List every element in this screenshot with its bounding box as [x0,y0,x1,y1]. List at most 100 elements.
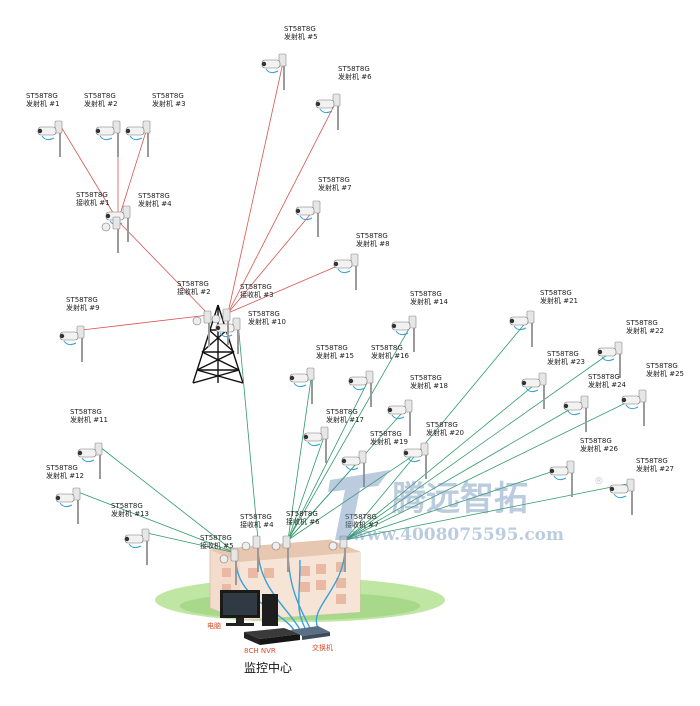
camera-cable [63,340,77,346]
node-label: 发射机 #7 [318,183,352,192]
node-model: ST58T8G [370,430,402,438]
camera-cable [307,441,321,447]
relay-link-tx5-rx3 [227,57,285,314]
camera-lens [303,434,309,440]
node-label: 接收机 #7 [345,520,379,529]
node-label: 接收机 #2 [177,287,211,296]
antenna-icon [72,487,81,501]
node-label: 发射机 #19 [370,437,408,446]
camera-cable [553,475,567,481]
node-model: ST58T8G [200,534,232,542]
node-label: 发射机 #21 [540,296,578,305]
backhaul-link-tx20-rx6 [287,446,427,541]
node-label: 发射机 #22 [626,326,664,335]
node-label: 发射机 #10 [248,317,286,326]
node-label: 发射机 #11 [70,415,108,424]
node-model: ST58T8G [547,350,579,358]
backhaul-link-tx21-rx7 [344,314,533,541]
node-label: 发射机 #3 [152,99,186,108]
camera-lens [521,380,527,386]
node-model: ST58T8G [580,437,612,445]
backhaul-link-tx12-rx5 [77,491,237,554]
watermark: 腾远智拓 ® www.4008075595.com [328,470,604,545]
node-model: ST58T8G [540,289,572,297]
antenna-icon [420,442,429,456]
antenna-icon [339,535,348,549]
camera-lens [597,349,603,355]
camera-cable [395,330,409,336]
camera-lens [289,375,295,381]
camera-cable [513,325,527,331]
antenna-icon [312,200,321,214]
antenna-icon [230,548,239,562]
node-model: ST58T8G [70,408,102,416]
camera-cable [567,410,581,416]
node-label: 接收机 #5 [200,541,234,550]
antenna-icon [358,450,367,464]
node-model: ST58T8G [138,192,170,200]
backhaul-link-tx25-rx7 [344,393,645,541]
backhaul-link-tx26-rx7 [344,464,573,541]
backhaul-link-tx17-rx6 [287,430,327,541]
switch-label: 交换机 [312,643,333,652]
node-model: ST58T8G [66,296,98,304]
node-model: ST58T8G [588,373,620,381]
node-model: ST58T8G [152,92,184,100]
antenna-icon [142,120,151,134]
node-model: ST58T8G [646,362,678,370]
camera-cable [299,215,313,221]
ethernet-cable [298,559,306,629]
node-model: ST58T8G [316,344,348,352]
node-label: 发射机 #6 [338,72,372,81]
node-model: ST58T8G [284,25,316,33]
node-model: ST58T8G [410,374,442,382]
camera-lens [295,208,301,214]
camera-cable [319,108,333,114]
backhaul-link-tx16-rx6 [287,374,372,541]
antenna-icon [203,310,212,324]
camera-cable [41,135,55,141]
node-model: ST58T8G [345,513,377,521]
nvr [244,628,300,645]
node-label: 发射机 #8 [356,239,390,248]
node-label: 发射机 #14 [410,297,449,306]
backhaul-link-tx24-rx7 [344,399,587,541]
dome-camera-icon [192,316,202,326]
camera-cable [601,356,615,362]
dome-camera-icon [219,554,229,564]
ethernet-cable [235,559,296,633]
antenna-icon [626,478,635,492]
camera-cable [407,457,421,463]
node-model: ST58T8G [248,310,280,318]
node-label: 接收机 #1 [76,198,110,207]
node-model: ST58T8G [426,421,458,429]
camera-lens [391,323,397,329]
camera-cable [352,385,366,391]
antenna-icon [94,442,103,456]
pc-label: 电脑 [207,621,221,630]
camera-lens [387,407,393,413]
antenna-icon [141,528,150,542]
camera-lens [37,128,43,134]
camera-lens [95,128,101,134]
camera-lens [55,495,61,501]
camera-cable [293,382,307,388]
